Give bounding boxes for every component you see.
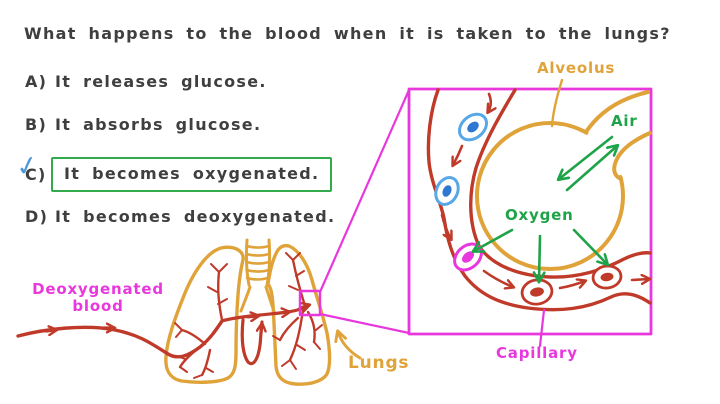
deoxygenated-artery (16, 319, 224, 359)
vessel-branch (315, 324, 323, 331)
deoxygenated-blood-label: Deoxygenated blood (28, 281, 168, 315)
vessel-branch (272, 335, 281, 341)
option-c-text: It becomes oxygenated. (64, 164, 320, 183)
vessel-branch (288, 285, 299, 291)
lungs-pointer-arrow (338, 332, 362, 360)
option-c[interactable]: ✓ C) It becomes oxygenated. (13, 149, 333, 192)
vessel-branch (217, 270, 224, 322)
vessel-branch (178, 345, 202, 369)
vessel-branch (281, 359, 291, 367)
vessel-branch (205, 367, 214, 373)
alveolus-label: Alveolus (537, 59, 616, 77)
trunk-arrow (277, 312, 289, 313)
vessel-branch (285, 252, 294, 261)
vessel-branch (174, 322, 183, 331)
vessel-branch (175, 329, 183, 338)
flow-arrow (630, 279, 649, 280)
pulmonary-vessels (16, 252, 323, 379)
trachea-ring (245, 268, 271, 273)
option-c-label: C) (25, 165, 47, 184)
trunk-arrow (246, 316, 258, 317)
flow-arrow (453, 144, 464, 165)
vessel-branch (313, 341, 321, 350)
flow-arrow (482, 269, 513, 287)
vessel-branch (180, 328, 207, 346)
vein-loop (240, 318, 264, 366)
option-a-text: It releases glucose. (55, 72, 267, 91)
vessel-branch (289, 359, 297, 370)
pulmonary-trunk (220, 304, 310, 323)
oxygen-arrow (471, 228, 514, 253)
correct-answer-box: It becomes oxygenated. (51, 157, 333, 192)
magnifier (298, 87, 653, 336)
vessel-branch (218, 263, 228, 273)
artery-arrow (44, 330, 56, 331)
option-d-text: It becomes deoxygenated. (55, 207, 336, 226)
option-d[interactable]: D) It becomes deoxygenated. (25, 207, 335, 226)
flow-arrow (488, 92, 491, 112)
vein-loop-arrow (261, 324, 262, 336)
vessel-branch (193, 374, 203, 379)
flow-arrow (440, 213, 451, 239)
inset-box (407, 87, 653, 336)
capillary-pointer-line (538, 308, 546, 348)
red-blood-cell-blue-2 (434, 176, 460, 206)
alveolus-pointer-line (550, 78, 564, 128)
option-b[interactable]: B) It absorbs glucose. (25, 115, 261, 134)
vessel-branch (291, 258, 307, 308)
airway-upper-wall (584, 90, 650, 134)
bronchus-left (239, 285, 252, 313)
trachea-ring (245, 244, 271, 249)
oxygen-arrow (572, 228, 610, 267)
option-b-text: It absorbs glucose. (55, 115, 262, 134)
deoxygenated-blood-line2: blood (72, 297, 124, 315)
option-b-label: B) (25, 115, 48, 134)
vessel-branch (210, 263, 220, 273)
oxygen-arrows (471, 228, 610, 284)
capillary-inner-wall (469, 88, 652, 279)
vessel-branch (296, 344, 306, 351)
capillary-label: Capillary (496, 344, 578, 362)
trachea-ring (245, 260, 271, 265)
vessel-branch (306, 310, 316, 344)
vessel-branch (292, 252, 301, 261)
trachea-ring (245, 276, 270, 281)
air-label: Air (611, 112, 638, 130)
left-lung-outline (164, 245, 245, 384)
vessel-branch (278, 316, 300, 342)
magnifier-line-bottom (318, 312, 411, 335)
vessel-branch (179, 366, 188, 373)
capillary-outer-wall (426, 88, 652, 312)
flow-arrow (558, 281, 585, 290)
option-a-label: A) (25, 72, 48, 91)
vessel-branch (200, 348, 212, 377)
vessel-branch (217, 298, 228, 305)
air-exchange-arrows (556, 135, 620, 192)
lungs-label: Lungs (348, 353, 410, 373)
oxygen-label: Oxygen (505, 206, 574, 224)
air-out-arrow (565, 143, 620, 192)
oxygen-arrow (532, 234, 546, 284)
airway-lower-wall (612, 131, 652, 181)
vessel-branch (207, 286, 218, 293)
vessel-branch (295, 270, 305, 277)
red-blood-cell-blue-1 (458, 112, 488, 142)
red-blood-cell-oxygenated-2 (591, 264, 623, 290)
question-text: What happens to the blood when it is tak… (24, 24, 671, 43)
vessel-branch (176, 355, 186, 360)
magnifier-source-box (298, 289, 322, 317)
red-blood-cell-transition (453, 242, 483, 272)
deoxygenated-blood-line1: Deoxygenated (32, 280, 164, 298)
trachea-ring (245, 252, 271, 257)
magnifier-line-top (318, 88, 411, 294)
vessel-branch (288, 308, 305, 362)
air-in-arrow (556, 135, 614, 182)
option-a[interactable]: A) It releases glucose. (25, 72, 267, 91)
alveolus-inset (426, 78, 652, 348)
option-d-label: D) (25, 207, 49, 226)
red-blood-cell-oxygenated-1 (520, 278, 554, 306)
